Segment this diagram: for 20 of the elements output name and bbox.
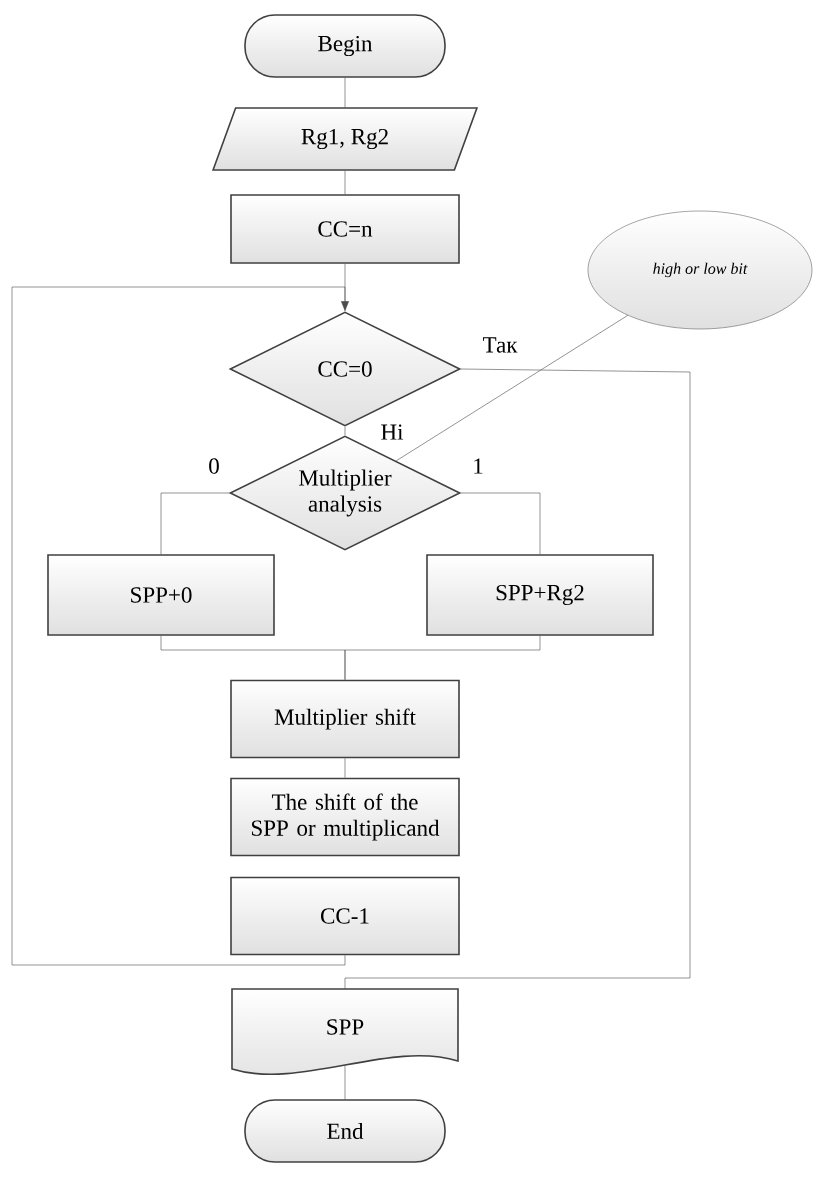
- connector: [344, 635, 541, 680]
- edge-label: 0: [207, 457, 221, 475]
- edge-label: 1: [471, 457, 485, 475]
- connector: [344, 1064, 346, 1100]
- connector: [160, 492, 230, 555]
- connector: [460, 492, 541, 555]
- connector: [344, 758, 346, 778]
- edge-label: Так: [481, 336, 519, 354]
- process-box: CC=n: [230, 194, 460, 264]
- leader-line: [395, 315, 629, 462]
- connector: [344, 368, 691, 990]
- connector: [344, 77, 346, 108]
- connector: [344, 426, 346, 436]
- process-box: The shift of the SPP or multiplicand: [230, 777, 460, 857]
- process-box: SPP+Rg2: [426, 554, 654, 636]
- process-box: Multiplier shift: [230, 679, 460, 759]
- arrow: [11, 286, 349, 966]
- process-box: CC-1: [230, 876, 460, 956]
- connector: [344, 170, 346, 195]
- process-box: SPP+0: [47, 554, 275, 636]
